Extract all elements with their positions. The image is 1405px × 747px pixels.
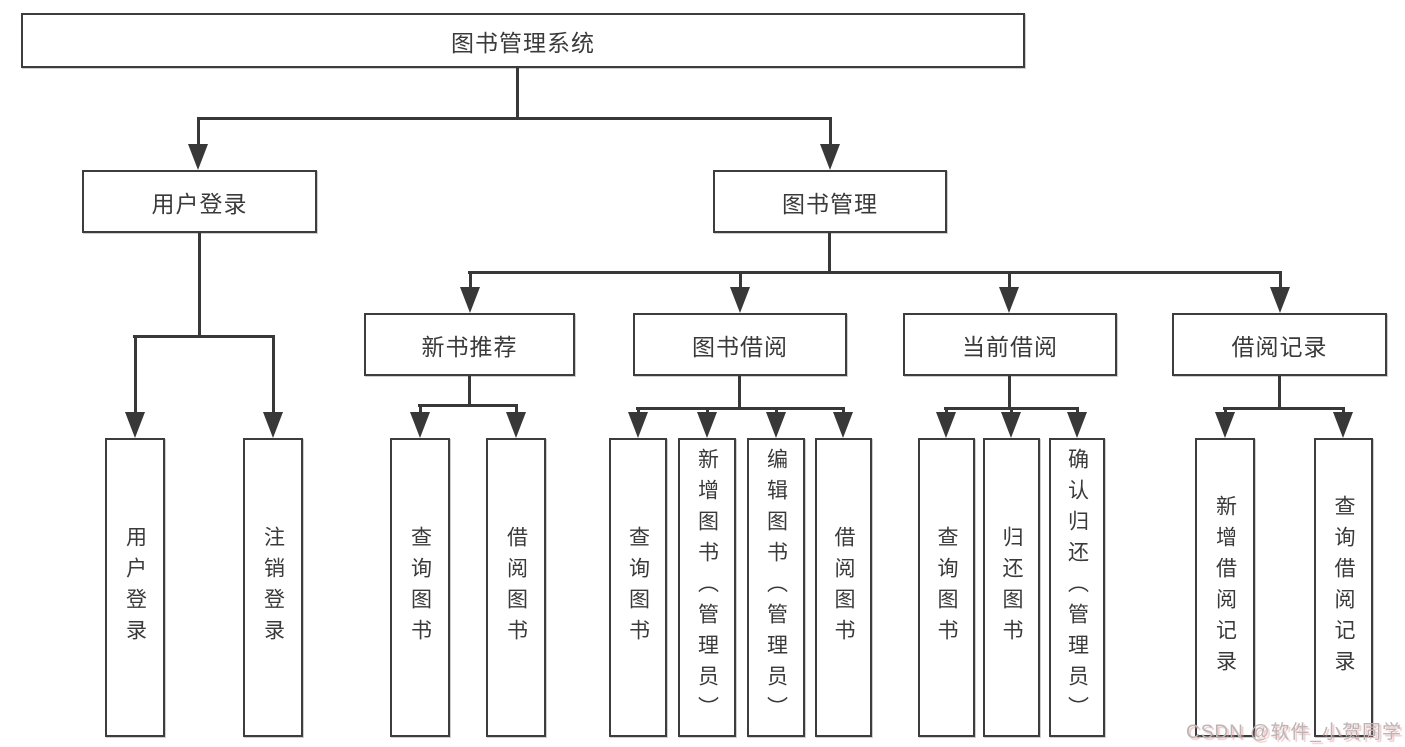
leaf-add-borrow-record: 新增借阅记录 (1195, 438, 1255, 737)
arrow-head-icon (697, 412, 717, 438)
arrow-head-icon (125, 412, 145, 438)
csdn-watermark: CSDN @软件_小贺同学 (1186, 722, 1402, 743)
connector-arrow (125, 338, 145, 438)
connector-line (1278, 376, 1281, 410)
connector-line (418, 404, 518, 407)
connector-line (944, 407, 1079, 410)
arrow-stem (514, 407, 518, 412)
arrow-stem (774, 410, 778, 412)
leaf-query-books-recommend: 查询图书 (390, 438, 450, 737)
connector-arrow (1215, 410, 1235, 438)
arrow-head-icon (1001, 412, 1021, 438)
arrow-stem (1009, 410, 1013, 412)
leaf-borrow-books: 借阅图书 (815, 438, 872, 737)
arrow-stem (944, 410, 948, 412)
connector-arrow (1001, 410, 1021, 438)
arrow-stem (1341, 410, 1345, 412)
connector-arrow (1270, 274, 1290, 313)
arrow-stem (636, 410, 640, 412)
arrow-head-icon (188, 144, 208, 170)
arrow-stem (271, 338, 275, 412)
leaf-borrow-books-recommend: 借阅图书 (486, 438, 546, 737)
leaf-query-books-borrow: 查询图书 (609, 438, 667, 737)
connector-line (197, 117, 832, 120)
connector-line (1223, 407, 1345, 410)
connector-arrow (263, 338, 283, 438)
connector-line (636, 407, 845, 410)
arrow-head-icon (410, 412, 430, 438)
connector-arrow (1067, 410, 1087, 438)
arrow-stem (705, 410, 709, 412)
connector-arrow (460, 274, 480, 313)
arrow-stem (1007, 274, 1011, 287)
connector-arrow (506, 407, 526, 438)
node-new-book-recommend: 新书推荐 (364, 313, 575, 376)
arrow-head-icon (820, 144, 840, 170)
arrow-stem (1075, 410, 1079, 412)
arrow-head-icon (1215, 412, 1235, 438)
leaf-add-book-admin: 新增图书（管理员） (678, 438, 736, 737)
arrow-stem (1278, 274, 1282, 287)
arrow-stem (418, 407, 422, 412)
node-book-borrowing: 图书借阅 (633, 313, 847, 376)
connector-line (738, 376, 741, 410)
leaf-query-borrow-record: 查询借阅记录 (1314, 438, 1373, 737)
connector-arrow (833, 410, 853, 438)
arrow-head-icon (999, 287, 1019, 313)
arrow-stem (196, 120, 200, 144)
arrow-head-icon (506, 412, 526, 438)
connector-line (828, 233, 831, 274)
connector-line (1008, 376, 1011, 410)
arrow-head-icon (730, 287, 750, 313)
connector-arrow (730, 274, 750, 313)
connector-line (468, 376, 471, 407)
arrow-head-icon (1270, 287, 1290, 313)
arrow-stem (828, 120, 832, 144)
leaf-query-books-current: 查询图书 (918, 438, 975, 737)
connector-line (133, 335, 275, 338)
connector-arrow (410, 407, 430, 438)
connector-arrow (936, 410, 956, 438)
connector-arrow (999, 274, 1019, 313)
arrow-head-icon (460, 287, 480, 313)
arrow-head-icon (833, 412, 853, 438)
connector-line (468, 271, 1282, 274)
leaf-logout: 注销登录 (243, 438, 303, 737)
leaf-user-login: 用户登录 (105, 438, 165, 737)
connector-arrow (820, 120, 840, 170)
node-user-login: 用户登录 (82, 170, 317, 233)
connector-arrow (188, 120, 208, 170)
leaf-confirm-return-admin: 确认归还（管理员） (1049, 438, 1105, 737)
connector-arrow (628, 410, 648, 438)
arrow-stem (1223, 410, 1227, 412)
arrow-stem (738, 274, 742, 287)
arrow-stem (468, 274, 472, 287)
connector-line (198, 233, 201, 336)
arrow-head-icon (1067, 412, 1087, 438)
node-current-borrowing: 当前借阅 (903, 313, 1117, 376)
node-library-management-system: 图书管理系统 (21, 13, 1025, 68)
arrow-stem (133, 338, 137, 412)
leaf-return-book: 归还图书 (983, 438, 1040, 737)
connector-arrow (766, 410, 786, 438)
arrow-head-icon (263, 412, 283, 438)
arrow-head-icon (1333, 412, 1353, 438)
arrow-head-icon (936, 412, 956, 438)
connector-arrow (1333, 410, 1353, 438)
leaf-edit-book-admin: 编辑图书（管理员） (747, 438, 805, 737)
connector-arrow (697, 410, 717, 438)
arrow-stem (841, 410, 845, 412)
node-borrowing-records: 借阅记录 (1172, 313, 1387, 376)
connector-line (516, 68, 519, 120)
arrow-head-icon (628, 412, 648, 438)
arrow-head-icon (766, 412, 786, 438)
node-book-management: 图书管理 (713, 170, 947, 233)
